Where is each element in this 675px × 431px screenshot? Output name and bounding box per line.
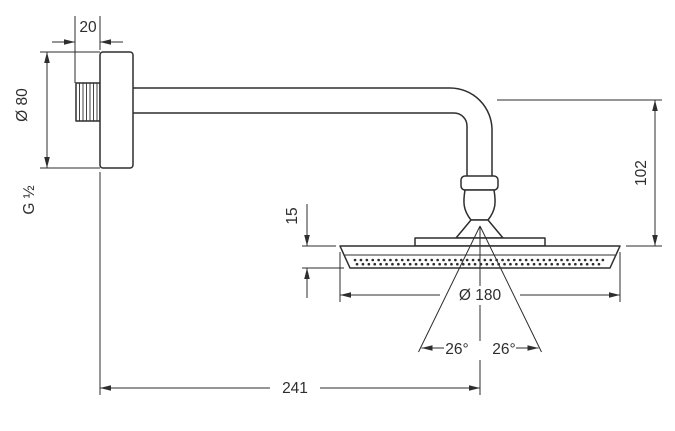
- dim-wall-plate-depth: 20: [52, 16, 123, 83]
- ball-joint: [455, 189, 504, 239]
- spray-angle-indicator: 26° 26°: [418, 225, 542, 395]
- escutcheon-plate: [99, 51, 134, 169]
- dim-head-diameter-label: Ø 180: [459, 287, 502, 304]
- dim-head-diameter: Ø 180: [339, 252, 621, 304]
- spray-angle-left-label: 26°: [445, 341, 468, 358]
- dim-arm-projection: 241: [99, 172, 480, 397]
- dim-arm-drop: 102: [497, 99, 662, 247]
- spray-angle-right-label: 26°: [492, 341, 515, 358]
- dim-wall-plate-depth-label: 20: [79, 19, 97, 36]
- thread-spec: G ½: [21, 185, 38, 214]
- thread-spec-label: G ½: [21, 185, 38, 214]
- dim-arm-drop-label: 102: [633, 160, 650, 186]
- arm-nut: [460, 175, 499, 191]
- dim-head-height: 15: [284, 204, 344, 298]
- dim-head-height-label: 15: [284, 207, 301, 224]
- dim-escutcheon-diameter-label: Ø 80: [14, 88, 31, 122]
- shower-arm: [133, 87, 493, 177]
- dim-escutcheon-diameter: Ø 80: [14, 51, 100, 169]
- dim-arm-projection-label: 241: [282, 380, 308, 397]
- wall-thread-connector: [75, 82, 101, 122]
